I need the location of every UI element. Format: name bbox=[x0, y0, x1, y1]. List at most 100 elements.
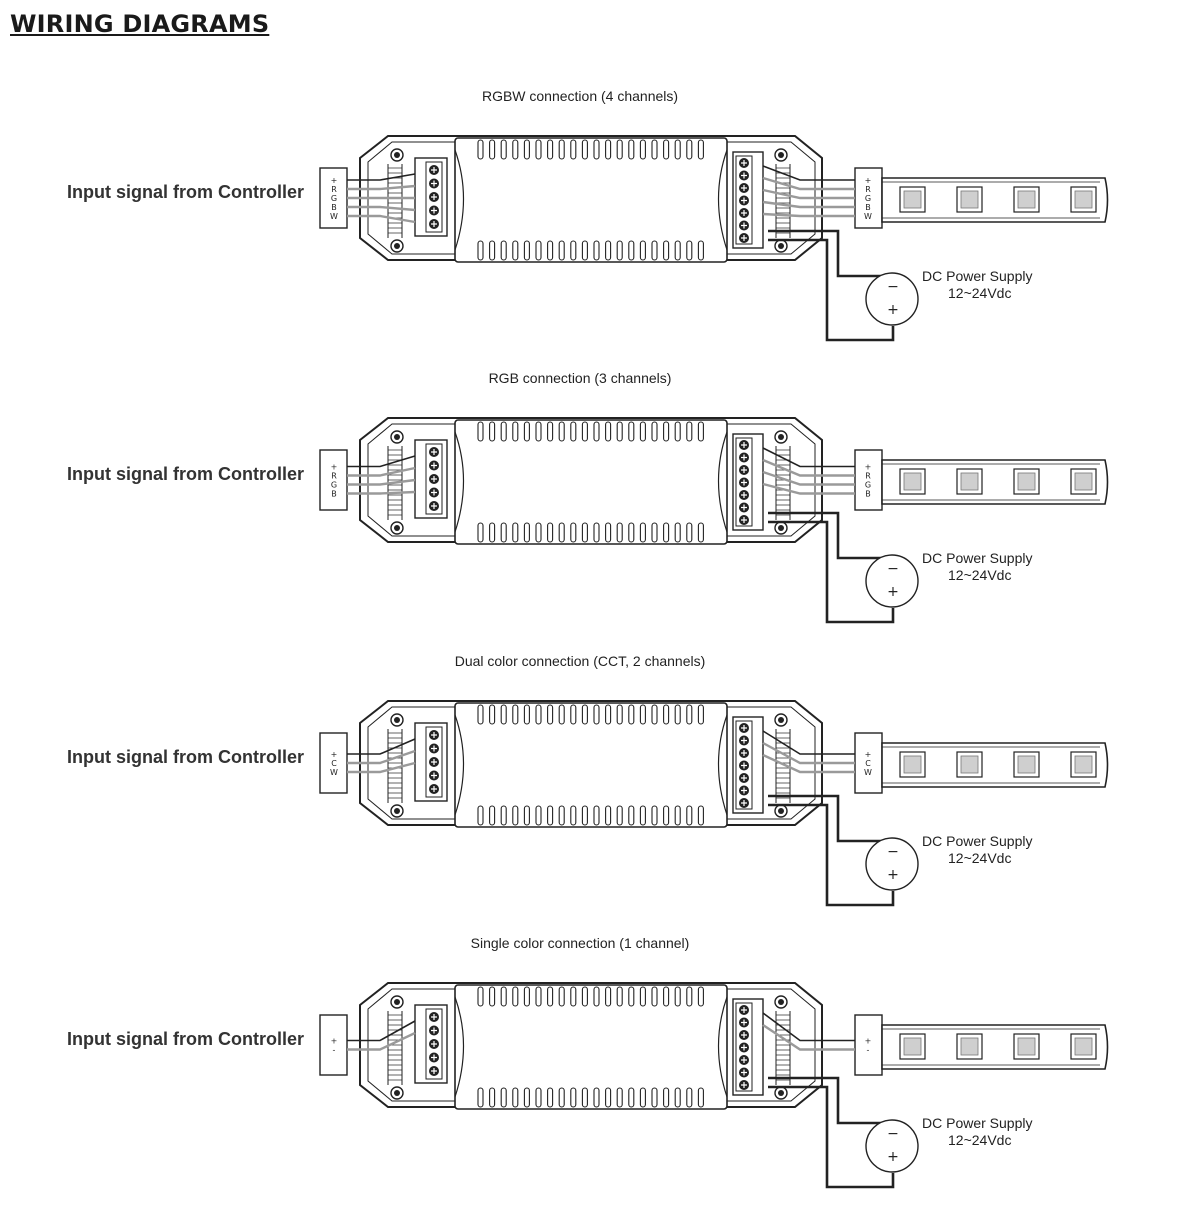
fin-top bbox=[547, 139, 554, 160]
led-chip-emitter bbox=[1017, 1037, 1036, 1056]
fin-top bbox=[651, 704, 658, 725]
power-wire-positive bbox=[768, 520, 895, 624]
screw-slot bbox=[431, 745, 437, 752]
led-chip-emitter bbox=[960, 1037, 979, 1056]
screw-slot bbox=[741, 197, 747, 204]
mounting-screw-center bbox=[778, 1090, 784, 1096]
power-wire-negative bbox=[768, 794, 893, 843]
fin-top bbox=[477, 986, 484, 1007]
fin-bottom bbox=[651, 1087, 658, 1108]
fin-bottom bbox=[628, 1087, 635, 1108]
amplifier-unit bbox=[359, 982, 823, 1110]
fin-top bbox=[616, 139, 623, 160]
fin-bottom bbox=[489, 805, 496, 826]
input-signal-label: Input signal from Controller bbox=[67, 182, 304, 202]
diagram-caption: Dual color connection (CCT, 2 channels) bbox=[454, 653, 706, 669]
input-wire bbox=[347, 173, 416, 181]
input-wire bbox=[347, 214, 416, 224]
panel-curve-left bbox=[454, 714, 465, 816]
output-wire bbox=[762, 730, 855, 755]
led-chip-emitter bbox=[1017, 472, 1036, 491]
fin-bottom bbox=[477, 240, 484, 261]
fin-bottom bbox=[535, 1087, 542, 1108]
fin-bottom bbox=[616, 1087, 623, 1108]
panel-curve-right bbox=[717, 149, 728, 251]
amplifier-unit bbox=[359, 700, 823, 828]
fin-bottom bbox=[535, 240, 542, 261]
screw-slot bbox=[431, 167, 437, 173]
fin-bottom bbox=[593, 805, 600, 826]
screw-slot bbox=[431, 476, 437, 482]
diagram-art: +RGB+RGB−+ bbox=[319, 417, 1109, 624]
output-wire bbox=[762, 753, 855, 774]
output-pin-label: R bbox=[865, 472, 871, 481]
fin-bottom bbox=[674, 805, 681, 826]
screw-slot bbox=[431, 489, 437, 496]
screw-slot bbox=[741, 210, 747, 216]
output-connector-body bbox=[854, 449, 883, 511]
screw-slot bbox=[741, 1019, 747, 1026]
fin-top bbox=[512, 986, 519, 1007]
output-pin-label: B bbox=[865, 203, 871, 212]
output-pin-label: G bbox=[865, 194, 871, 203]
fin-bottom bbox=[651, 522, 658, 543]
led-strip-body bbox=[881, 459, 1109, 505]
psu-voltage: 12~24Vdc bbox=[948, 850, 1012, 866]
input-wire bbox=[347, 466, 416, 477]
fin-bottom bbox=[512, 805, 519, 826]
screw-slot bbox=[741, 1007, 747, 1013]
led-chip-emitter bbox=[903, 755, 922, 774]
fin-top bbox=[663, 704, 670, 725]
screw-slot bbox=[741, 1057, 747, 1063]
fin-top bbox=[489, 139, 496, 160]
led-strip bbox=[881, 459, 1109, 505]
fin-bottom bbox=[558, 805, 565, 826]
input-wire bbox=[347, 1020, 416, 1042]
psu-plus-sign: + bbox=[887, 1149, 899, 1165]
fin-bottom bbox=[570, 240, 577, 261]
mounting-screw-center bbox=[778, 808, 784, 814]
psu-minus-sign: − bbox=[887, 844, 899, 860]
output-connector: +RGB bbox=[854, 449, 883, 511]
fin-bottom bbox=[581, 805, 588, 826]
mounting-screw-center bbox=[778, 525, 784, 531]
fin-bottom bbox=[500, 240, 507, 261]
fin-bottom bbox=[674, 522, 681, 543]
diagram-art: +CW+CW−+ bbox=[319, 700, 1109, 907]
input-connector: +CW bbox=[319, 732, 348, 794]
screw-slot bbox=[741, 235, 747, 241]
fin-top bbox=[663, 139, 670, 160]
input-signal-label: Input signal from Controller bbox=[67, 747, 304, 767]
fin-bottom bbox=[605, 240, 612, 261]
fin-top bbox=[489, 986, 496, 1007]
fin-top bbox=[558, 139, 565, 160]
led-strip bbox=[881, 177, 1109, 223]
output-pin-label: - bbox=[867, 1046, 870, 1055]
fin-top bbox=[651, 986, 658, 1007]
input-wire bbox=[347, 205, 416, 212]
fin-top bbox=[686, 986, 693, 1007]
fin-top bbox=[686, 421, 693, 442]
screw-slot bbox=[431, 221, 437, 227]
input-pin-label: B bbox=[331, 203, 337, 212]
fin-bottom bbox=[686, 240, 693, 261]
fin-top bbox=[616, 704, 623, 725]
input-pin-label: + bbox=[331, 463, 338, 472]
screw-slot bbox=[741, 750, 747, 756]
mounting-screw-center bbox=[394, 808, 400, 814]
mounting-screw-center bbox=[778, 717, 784, 723]
fin-top bbox=[674, 704, 681, 725]
fin-bottom bbox=[512, 522, 519, 543]
power-wires bbox=[768, 229, 895, 342]
output-wire bbox=[762, 176, 855, 191]
input-pin-label: W bbox=[330, 212, 338, 221]
output-wire bbox=[762, 470, 855, 486]
output-wire bbox=[762, 447, 855, 468]
screw-slot bbox=[741, 454, 747, 461]
psu-plus-sign: + bbox=[887, 867, 899, 883]
led-strip bbox=[881, 1024, 1109, 1070]
screw-slot bbox=[741, 479, 747, 486]
power-wires bbox=[768, 794, 895, 907]
fin-bottom bbox=[639, 240, 646, 261]
mounting-screw-center bbox=[778, 999, 784, 1005]
